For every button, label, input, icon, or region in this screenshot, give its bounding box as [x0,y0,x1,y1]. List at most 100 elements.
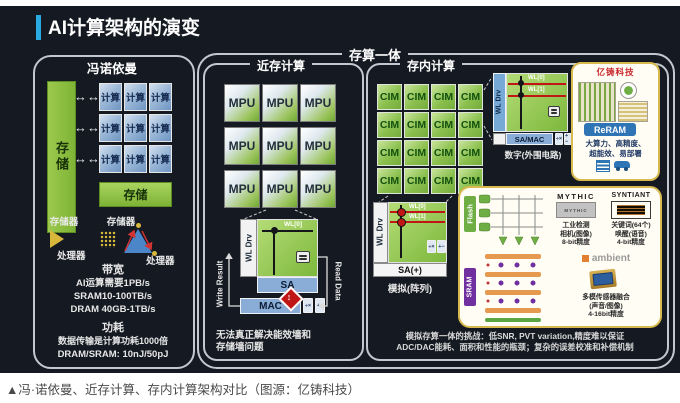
mpu-cell: MPU [224,84,260,122]
mpu-cell: MPU [262,170,298,208]
bandwidth-line: SRAM10-100TB/s [73,291,153,302]
ambient-logo: ambient [560,253,652,264]
cim-outer-title: 存算一体 [341,45,409,64]
dig-dot [518,92,524,98]
cim-outer-panel [197,53,675,369]
ana-wl1-label: WL[1] [409,214,426,220]
mythic-chip-image: MYTHIC [556,202,596,218]
syntiant-desc: 关键词(64个) 唤醒(语音) 4-bit精度 [611,222,651,247]
double-arrow-icon: ↔↔ [74,120,100,135]
vn-compute-grid: 计算 计算计算计算计算计算计算计算计算 [99,83,172,173]
processor-label-left: 处理器 [57,251,86,262]
calculator-icon: +− [437,240,446,253]
nm-wordline [262,230,313,232]
cim-cell: CIM [404,140,429,166]
updown-arrow-icon: ↕ [286,292,292,302]
sram-badge [464,268,476,306]
dig-bitline [520,76,522,129]
ana-wl0-label: WL[0] [409,204,426,210]
cim-cell: CIM [404,84,429,110]
car-wheel-icon [624,167,628,171]
calculator-icon: ÷× [303,298,313,313]
compute-cell: 计算 [149,83,172,111]
compute-cell: 计算 [149,145,172,173]
von-neumann-panel [33,55,195,369]
cim-cell: CIM [431,140,456,166]
double-arrow-icon: ↔↔ [74,151,100,166]
compute-cell: 计算 [99,83,122,111]
cim-cell: CIM [431,112,456,138]
yizhu-badge-icon [620,82,637,99]
cim-cell: CIM [431,168,456,194]
triangle-icon [124,229,152,253]
cim-cell: CIM [377,84,402,110]
nm-wl-driver-box [240,219,257,277]
digital-caption: 数字(外围电路) [504,150,562,160]
server-icon [596,160,610,172]
bandwidth-line: AI运算需要1PB/s [76,278,150,289]
memory-chip-icon [296,251,310,263]
sram-badge-label: SRAM [466,276,474,298]
compute-cell: 计算 [99,114,122,142]
processor-label-right: 处理器 [146,256,175,267]
cim-cell: CIM [431,84,456,110]
write-result-label: Write Result [215,260,225,308]
ana-wl0-line [390,211,445,213]
vn-stats: 带宽 AI运算需要1PB/s SRAM10-100TB/s DRAM 40GB-… [38,264,188,361]
dig-wl1-label: WL[1] [528,87,545,93]
cim-cell: CIM [458,112,483,138]
yellow-dot-icon [152,251,157,256]
ana-wl-driver-label: WL Drv [375,218,385,246]
nm-wordline-dot [271,227,278,234]
ana-dot [397,208,406,217]
calculator-icon: +− [315,298,325,313]
memory-label-left: 存储器 [49,217,79,228]
nm-wl0-label: WL[0] [284,221,303,228]
near-memory-note: 无法真正解决能效墙和 存储墙问题 [216,330,312,353]
calculator-icon: ÷× [555,133,563,145]
ambient-desc: 多模传感器融合 (声音/图像) 4-16bit精度 [582,294,630,319]
mythic-desc: 工业检测 相机(图像) 8-bit精度 [560,222,592,247]
bandwidth-title: 带宽 [102,264,124,276]
ana-wl-driver-box [373,202,388,263]
ana-wl1-line [390,221,445,223]
mpu-cell: MPU [262,127,298,165]
compute-cell: 计算 [124,83,147,111]
bandwidth-line: DRAM 40GB-1TB/s [70,304,156,315]
cim-cell: CIM [458,140,483,166]
processor-arrow-icon [50,230,64,248]
car-wheel-icon [616,167,620,171]
vn-storage-vertical-bar: 存储 [47,81,76,233]
mpu-cell: MPU [224,127,260,165]
cim-cell: CIM [458,84,483,110]
mpu-cell: MPU [262,84,298,122]
dig-wl0-line [508,83,566,85]
compute-cell: 计算 [99,145,122,173]
yellow-dot-icon [136,223,141,228]
dig-corner-box [493,133,506,145]
memory-label-right: 存储器 [106,217,136,228]
compute-cell: 计算 [124,114,147,142]
title-accent-bar [36,15,41,40]
compute-cell: 计算 [124,145,147,173]
mpu-cell: MPU [300,84,336,122]
mpu-cell: MPU [300,127,336,165]
yizhu-die-thumbnail [578,82,616,122]
ambient-logo-icon [581,255,589,262]
calculator-icon: ÷× [427,240,436,253]
power-line: 数据传输是计算功耗1000倍 [57,336,169,346]
cim-cell: CIM [377,168,402,194]
memory-chip-icon [548,106,560,117]
ana-dot [397,218,406,227]
nm-array [257,219,318,277]
yizhu-features: 大算力、高精度、 超能效、易部署 [585,139,646,158]
double-arrow-icon: ↔↔ [74,89,100,104]
figure-caption: ▲冯·诺依曼、近存计算、存内计算架构对比（图源：亿铸科技） [6,383,361,397]
car-icon [614,161,630,168]
ambient-chip-image [589,268,617,290]
cim-cell: CIM [377,112,402,138]
analog-cim-challenge: 模拟存算一体的挑战：低SNR, PVT variation,精度难以保证 ADC… [396,331,634,352]
